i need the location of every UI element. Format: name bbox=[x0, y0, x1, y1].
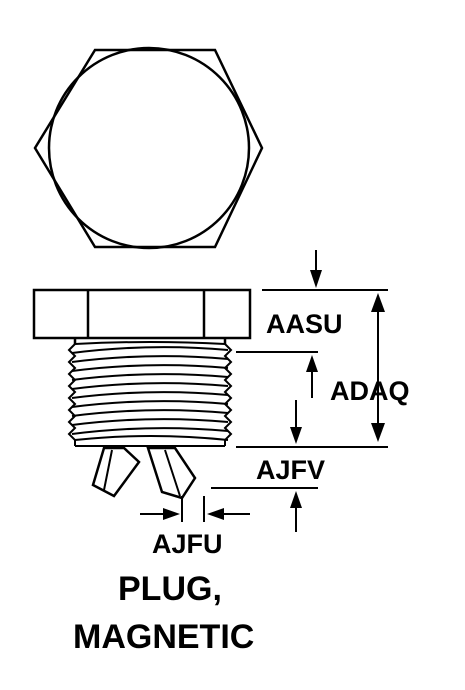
hex-head bbox=[32, 288, 252, 340]
dim-label-aasu: AASU bbox=[266, 309, 343, 339]
prong-right bbox=[146, 446, 197, 500]
aasu-dimension: AASU bbox=[266, 250, 343, 339]
title-line-2: MAGNETIC bbox=[73, 618, 254, 656]
top-view bbox=[33, 46, 264, 250]
hexagon-outline bbox=[33, 48, 264, 249]
dim-label-ajfv: AJFV bbox=[256, 455, 325, 485]
dim-label-adaq: ADAQ bbox=[330, 376, 410, 406]
ajfv-dimension: AJFV bbox=[256, 355, 325, 532]
adaq-dimension: ADAQ bbox=[330, 293, 410, 442]
threaded-body bbox=[67, 338, 233, 447]
top-circle bbox=[47, 46, 251, 250]
extension-lines bbox=[181, 289, 388, 522]
title-line-1: PLUG, bbox=[118, 570, 222, 608]
magnetic-prongs bbox=[91, 446, 197, 500]
title: PLUG, MAGNETIC bbox=[73, 570, 254, 656]
ajfu-dimension: AJFU bbox=[140, 508, 250, 559]
side-view bbox=[32, 288, 252, 500]
thread-left-edge bbox=[67, 343, 77, 446]
prong-left bbox=[91, 446, 141, 498]
thread-lines bbox=[71, 341, 229, 447]
dim-label-ajfu: AJFU bbox=[152, 529, 223, 559]
